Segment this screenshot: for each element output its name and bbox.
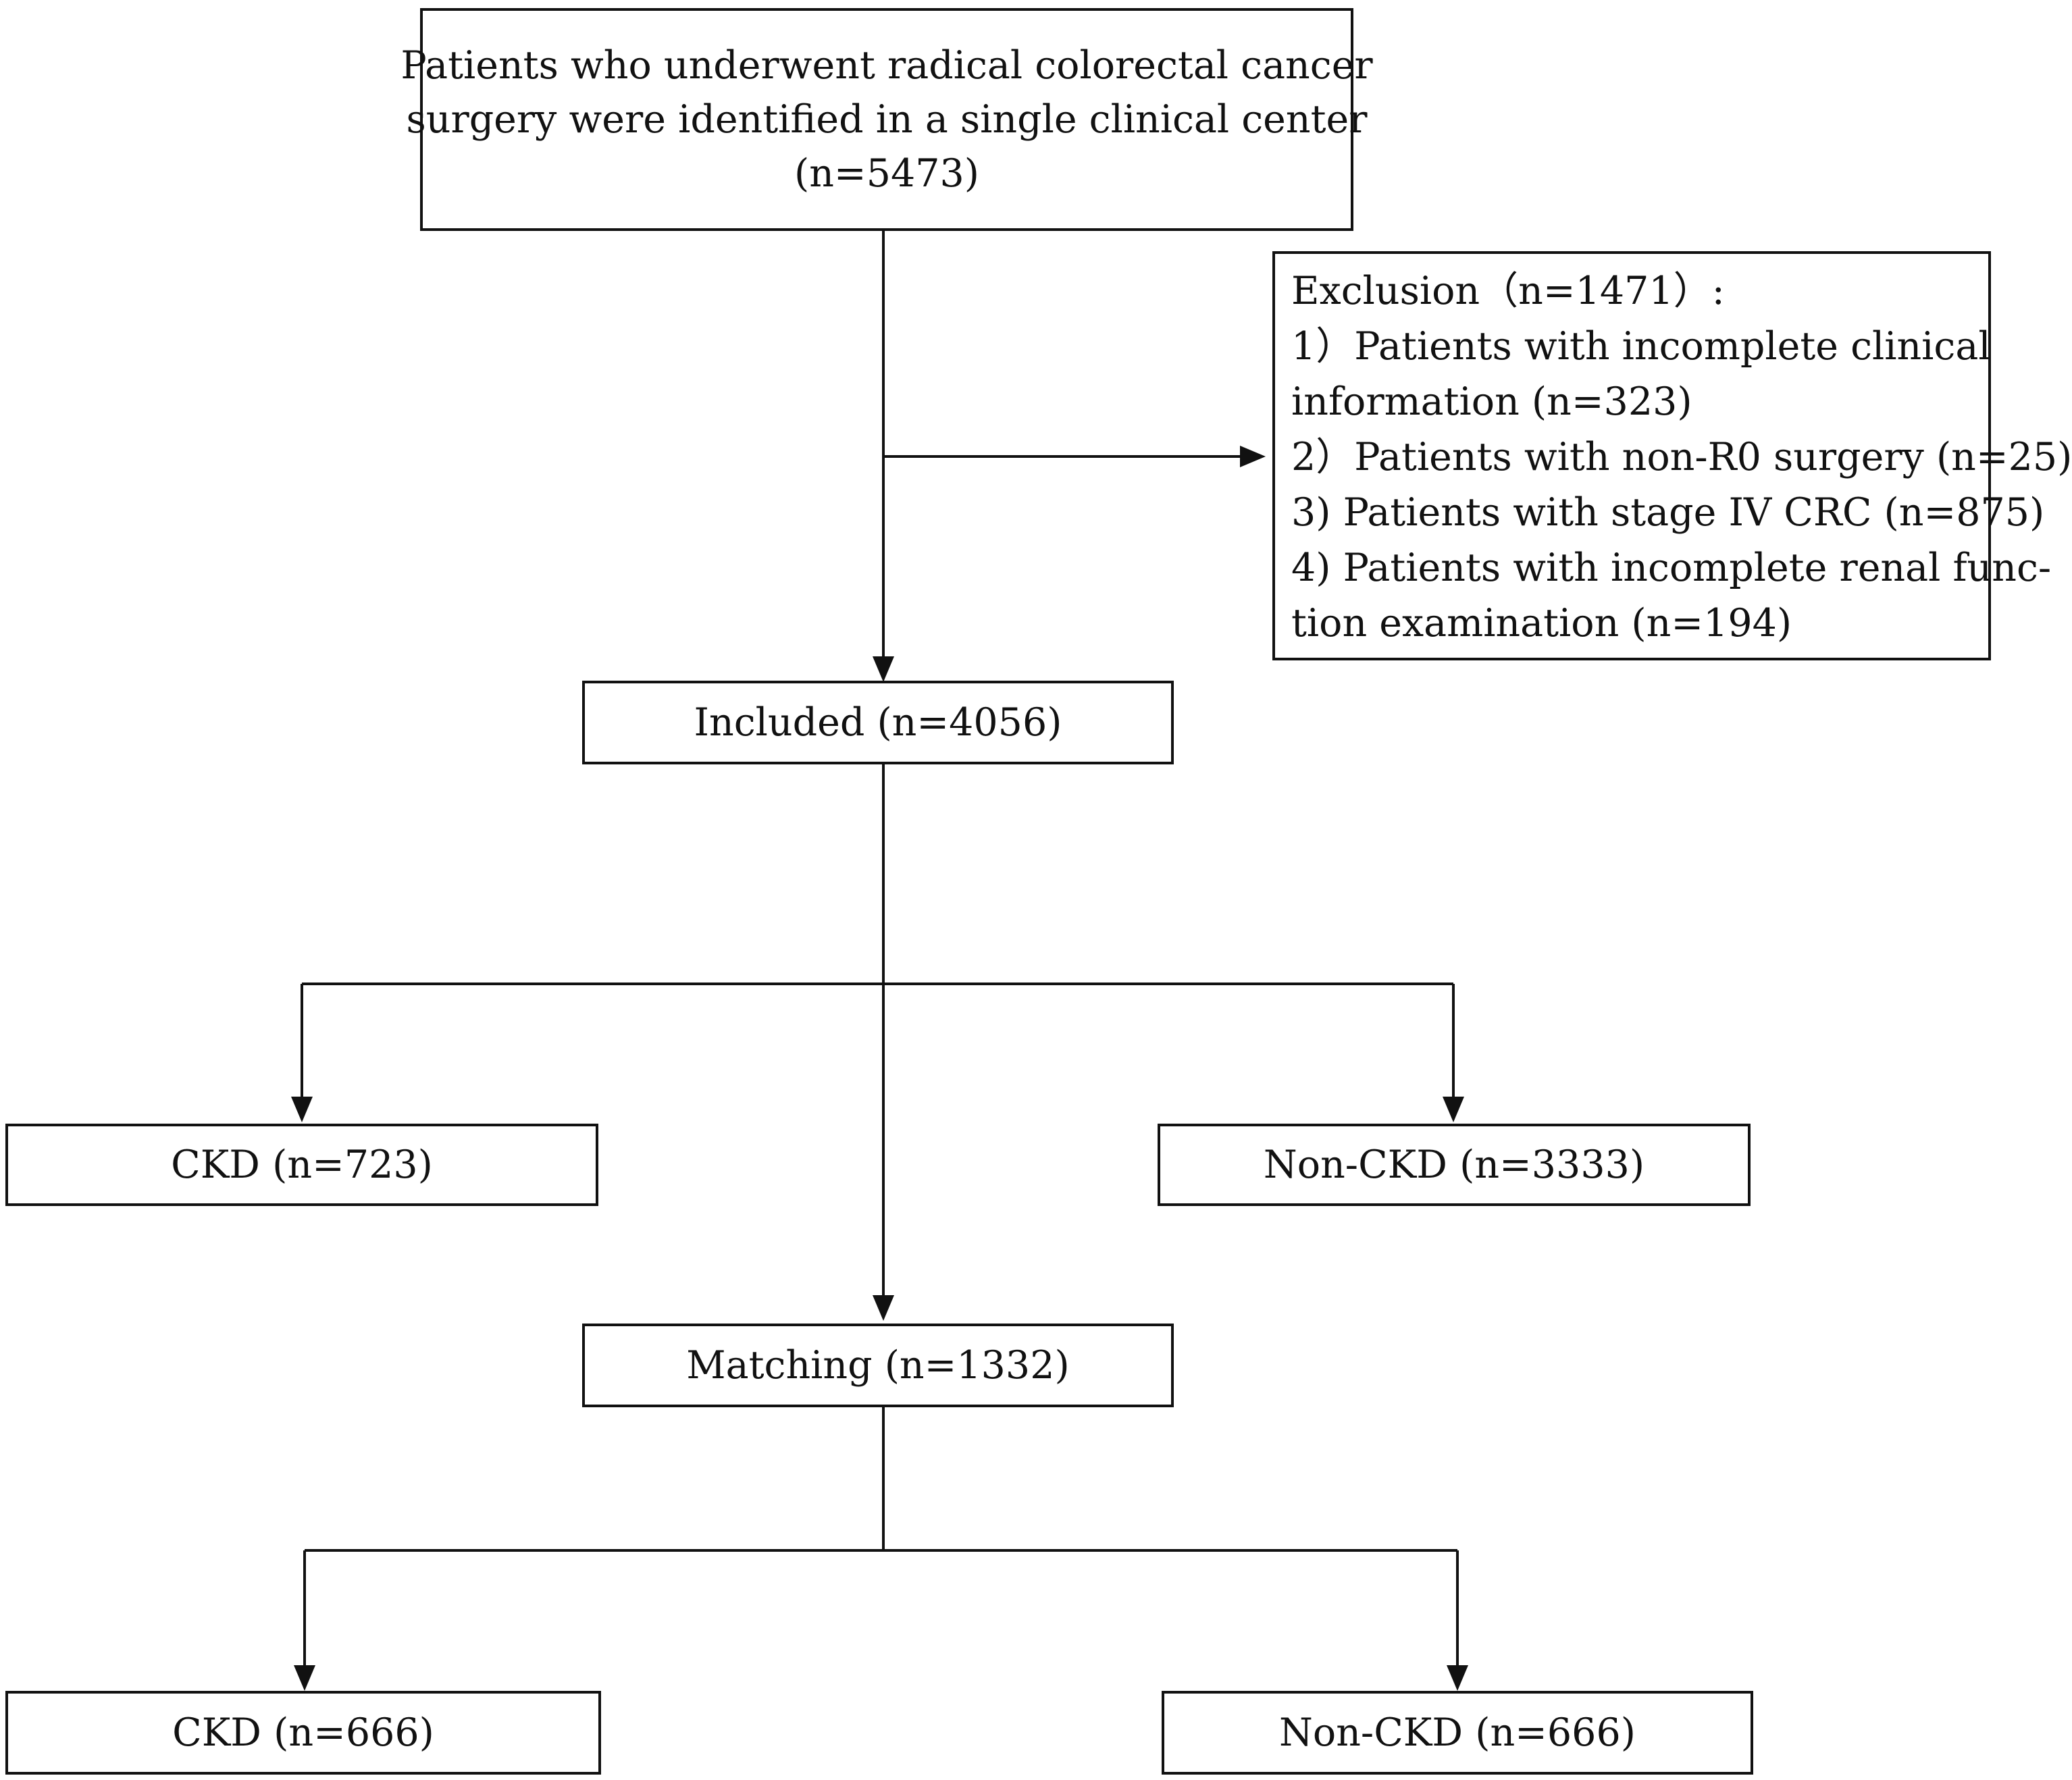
exclusion-line-4: 2）Patients with non-R0 surgery (n=25) xyxy=(1291,435,2072,479)
nonckd-before-label: Non-CKD (n=3333) xyxy=(1263,1142,1645,1187)
arrowhead-nonckd-3333 xyxy=(1443,1097,1464,1122)
start-text: Patients who underwent radical colorecta… xyxy=(400,38,1372,201)
matching-box: Matching (n=1332) xyxy=(582,1324,1174,1407)
included-label: Included (n=4056) xyxy=(694,700,1062,745)
exclusion-line-5: 3) Patients with stage IV CRC (n=875) xyxy=(1291,490,2045,535)
ckd-after-box: CKD (n=666) xyxy=(5,1691,601,1775)
included-box: Included (n=4056) xyxy=(582,681,1174,764)
start-line-3: (n=5473) xyxy=(794,151,979,196)
ckd-before-box: CKD (n=723) xyxy=(5,1124,598,1206)
nonckd-before-box: Non-CKD (n=3333) xyxy=(1158,1124,1751,1206)
arrowhead-ckd-723 xyxy=(291,1097,313,1122)
start-line-2: surgery were identified in a single clin… xyxy=(406,97,1368,142)
arrowhead-matching xyxy=(873,1295,894,1321)
exclusion-box: Exclusion（n=1471）: 1）Patients with incom… xyxy=(1272,251,2072,660)
exclusion-line-3: information (n=323) xyxy=(1291,379,1692,424)
nonckd-after-box: Non-CKD (n=666) xyxy=(1162,1691,1753,1775)
start-box: Patients who underwent radical colorecta… xyxy=(400,8,1373,231)
exclusion-line-1: Exclusion（n=1471）: xyxy=(1291,269,1725,313)
matching-label: Matching (n=1332) xyxy=(686,1342,1070,1388)
nonckd-after-label: Non-CKD (n=666) xyxy=(1279,1710,1636,1755)
flow-connectors xyxy=(291,230,1468,1691)
arrowhead-ckd-666 xyxy=(294,1665,315,1691)
arrowhead-nonckd-666 xyxy=(1447,1665,1468,1691)
exclusion-line-7: tion examination (n=194) xyxy=(1291,601,1792,646)
ckd-after-label: CKD (n=666) xyxy=(172,1710,434,1755)
start-line-1: Patients who underwent radical colorecta… xyxy=(400,43,1373,88)
arrowhead-included xyxy=(873,656,894,682)
exclusion-line-2: 1）Patients with incomplete clinical xyxy=(1291,324,1991,369)
arrowhead-exclusion xyxy=(1240,446,1266,467)
exclusion-line-6: 4) Patients with incomplete renal func- xyxy=(1291,546,2052,590)
ckd-before-label: CKD (n=723) xyxy=(171,1142,433,1187)
